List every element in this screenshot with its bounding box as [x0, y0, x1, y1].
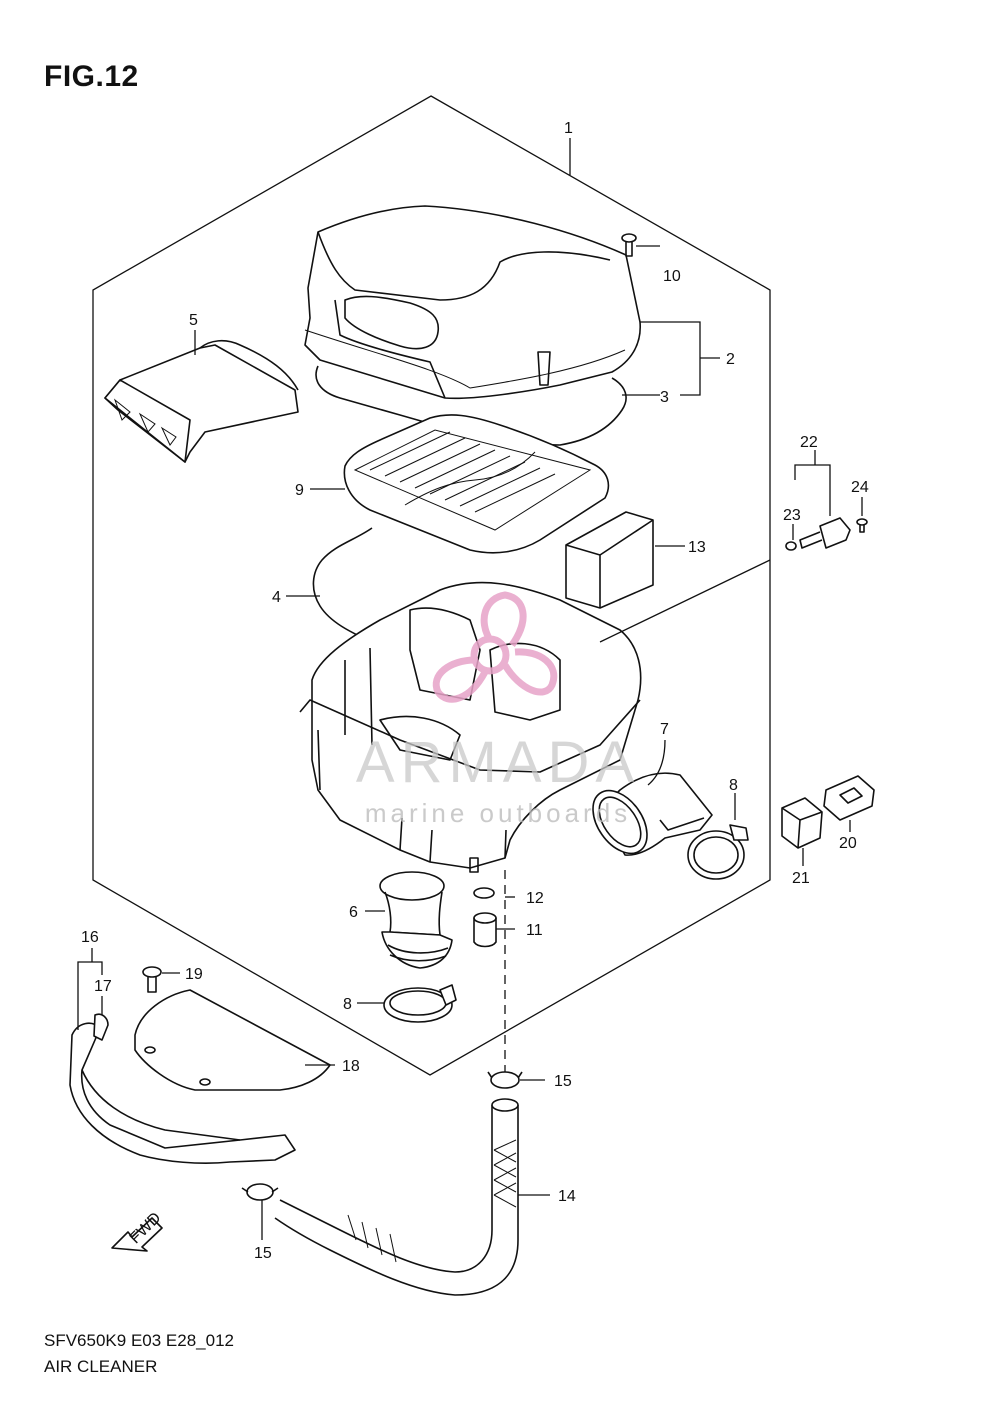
part-foam-block — [565, 511, 654, 609]
callout-4: 4 — [272, 589, 281, 606]
watermark-logo-icon — [432, 591, 558, 703]
callout-5: 5 — [189, 312, 198, 329]
callout-16: 16 — [81, 929, 99, 946]
callout-15-lower: 15 — [254, 1245, 272, 1262]
part-clamp-lower — [383, 984, 457, 1023]
callout-7: 7 — [660, 721, 669, 738]
callout-2: 2 — [726, 351, 735, 368]
part-plate — [134, 989, 331, 1091]
callout-23: 23 — [783, 507, 801, 524]
callout-15-upper: 15 — [554, 1073, 572, 1090]
watermark: ARMADA marine outboards — [356, 591, 640, 828]
part-screw-24 — [856, 518, 868, 533]
callout-17: 17 — [94, 978, 112, 995]
part-funnel — [379, 871, 453, 969]
part-case — [299, 581, 642, 873]
part-hose-clamp-lower — [241, 1183, 279, 1201]
part-clamp-side — [687, 824, 749, 880]
callout-8-lower: 8 — [343, 996, 352, 1013]
part-connector-21 — [781, 797, 823, 849]
part-drain-plug — [473, 912, 497, 948]
part-intake-duct — [104, 339, 299, 463]
part-outlet-boot — [592, 772, 713, 856]
part-filter-element — [343, 414, 610, 554]
leader-lines — [77, 138, 863, 1240]
callout-10: 10 — [663, 268, 681, 285]
part-sensor-20 — [823, 775, 875, 821]
model-code: SFV650K9 E03 E28_012 — [44, 1331, 234, 1350]
part-sensor-22 — [799, 517, 851, 549]
callout-1: 1 — [564, 120, 573, 137]
watermark-brand: ARMADA — [356, 730, 640, 795]
part-o-ring-23 — [785, 541, 797, 551]
callout-20: 20 — [839, 835, 857, 852]
diagram-caption: AIR CLEANER — [44, 1357, 158, 1376]
part-drain-hose — [274, 1098, 519, 1296]
callout-6: 6 — [349, 904, 358, 921]
callout-14: 14 — [558, 1188, 576, 1205]
callout-19: 19 — [185, 966, 203, 983]
callout-3: 3 — [660, 389, 669, 406]
callout-12: 12 — [526, 890, 544, 907]
callout-18: 18 — [342, 1058, 360, 1075]
callout-21: 21 — [792, 870, 810, 887]
part-bracket — [69, 1013, 296, 1164]
assembly-outline — [92, 95, 771, 1076]
callout-22: 22 — [800, 434, 818, 451]
callout-24: 24 — [851, 479, 869, 496]
callout-9: 9 — [295, 482, 304, 499]
part-o-ring — [473, 887, 495, 899]
part-clip — [142, 966, 162, 993]
part-cap — [304, 205, 641, 400]
callout-11: 11 — [526, 922, 543, 939]
figure-title: FIG.12 — [44, 60, 139, 93]
watermark-tagline: marine outboards — [365, 798, 631, 828]
part-screw-10 — [621, 233, 637, 257]
part-hose-clamp-upper — [487, 1071, 523, 1089]
callout-8-side: 8 — [729, 777, 738, 794]
fwd-arrow: FWD — [111, 1209, 164, 1252]
callout-13: 13 — [688, 539, 706, 556]
